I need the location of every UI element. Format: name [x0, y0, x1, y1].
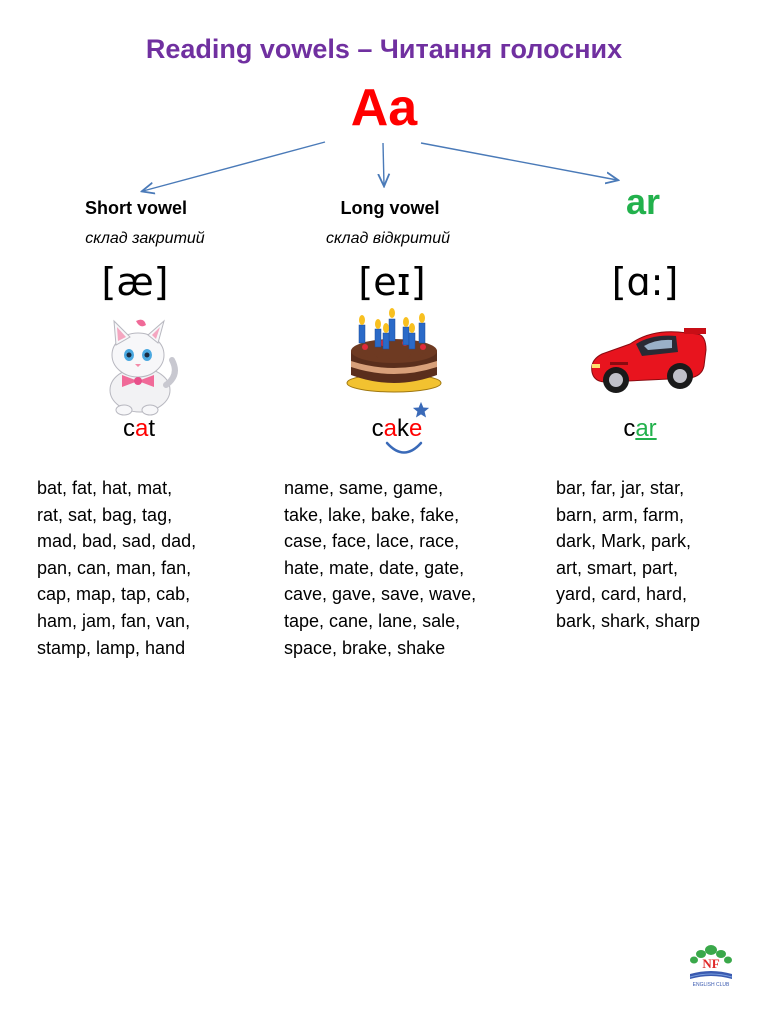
tree-book-logo-icon — [689, 945, 733, 979]
long-vowel-word-list: name, same, game, take, lake, bake, fake… — [284, 475, 476, 661]
club-logo: NF ENGLISH CLUB — [684, 942, 738, 992]
word-part: c — [371, 415, 384, 442]
short-vowel-heading: Short vowel — [84, 198, 187, 218]
list-item: cap, map, tap, cab, — [37, 584, 191, 605]
long-vowel-ipa: [eɪ] — [358, 260, 426, 304]
arrow-right — [420, 142, 617, 180]
word-part-vowel: a — [383, 415, 397, 442]
list-item: pan, can, man, fan, — [37, 557, 192, 578]
list-item: hate, mate, date, gate, — [284, 557, 465, 578]
ar-word-list: bar, far, jar, star, barn, arm, farm, da… — [556, 475, 700, 635]
short-vowel-ipa: [æ] — [101, 260, 169, 304]
long-vowel-heading: Long vowel — [340, 198, 440, 218]
list-item: rat, sat, bag, tag, — [37, 504, 173, 525]
list-item: stamp, lamp, hand — [37, 637, 186, 658]
word-part-vowel: a — [134, 415, 149, 442]
arrows-diagram — [0, 141, 768, 200]
logo-text: NF — [702, 956, 720, 971]
logo-caption: ENGLISH CLUB — [692, 982, 730, 988]
list-item: yard, card, hard, — [556, 584, 688, 605]
word-part: k — [397, 415, 409, 442]
list-item: bark, shark, sharp — [556, 610, 701, 631]
car-icon — [591, 328, 707, 393]
vowel-letter: Aa — [350, 79, 418, 137]
short-vowel-example-word: cat — [39, 415, 239, 443]
ar-example-word: car — [540, 415, 740, 443]
word-part: t — [148, 415, 156, 442]
list-item: ham, jam, fan, van, — [37, 610, 191, 631]
list-item: cave, gave, save, wave, — [284, 584, 477, 605]
list-item: space, brake, shake — [284, 637, 446, 658]
short-vowel-subheading: склад закритий — [85, 230, 205, 247]
list-item: dark, Mark, park, — [556, 531, 692, 552]
arrow-left — [143, 141, 326, 191]
ar-heading: ar — [625, 181, 661, 222]
word-part: c — [122, 415, 135, 442]
cake-icon — [346, 308, 442, 393]
long-vowel-subheading: склад відкритий — [326, 230, 450, 247]
list-item: name, same, game, — [284, 478, 444, 498]
list-item: bar, far, jar, star, — [556, 478, 685, 498]
list-item: take, lake, bake, fake, — [284, 504, 460, 525]
ar-ipa: [ɑ:] — [611, 260, 679, 304]
star-icon — [412, 401, 430, 418]
long-vowel-example-word: cake — [297, 415, 497, 443]
list-item: art, smart, part, — [556, 557, 679, 578]
list-item: mad, bad, sad, dad, — [37, 531, 197, 552]
word-part-ar: ar — [635, 415, 657, 442]
short-vowel-word-list: bat, fat, hat, mat, rat, sat, bag, tag, … — [37, 475, 196, 661]
page-title: Reading vowels – Читання голосних — [145, 34, 623, 64]
list-item: barn, arm, farm, — [556, 504, 685, 525]
list-item: bat, fat, hat, mat, — [37, 478, 173, 498]
word-part-silent-e: e — [409, 415, 423, 442]
list-item: case, face, lace, race, — [284, 531, 460, 552]
word-part: c — [623, 415, 636, 442]
list-item: tape, cane, lane, sale, — [284, 610, 461, 631]
smile-arc-icon — [385, 441, 423, 454]
arrow-middle — [383, 142, 384, 185]
cat-icon — [109, 319, 178, 416]
